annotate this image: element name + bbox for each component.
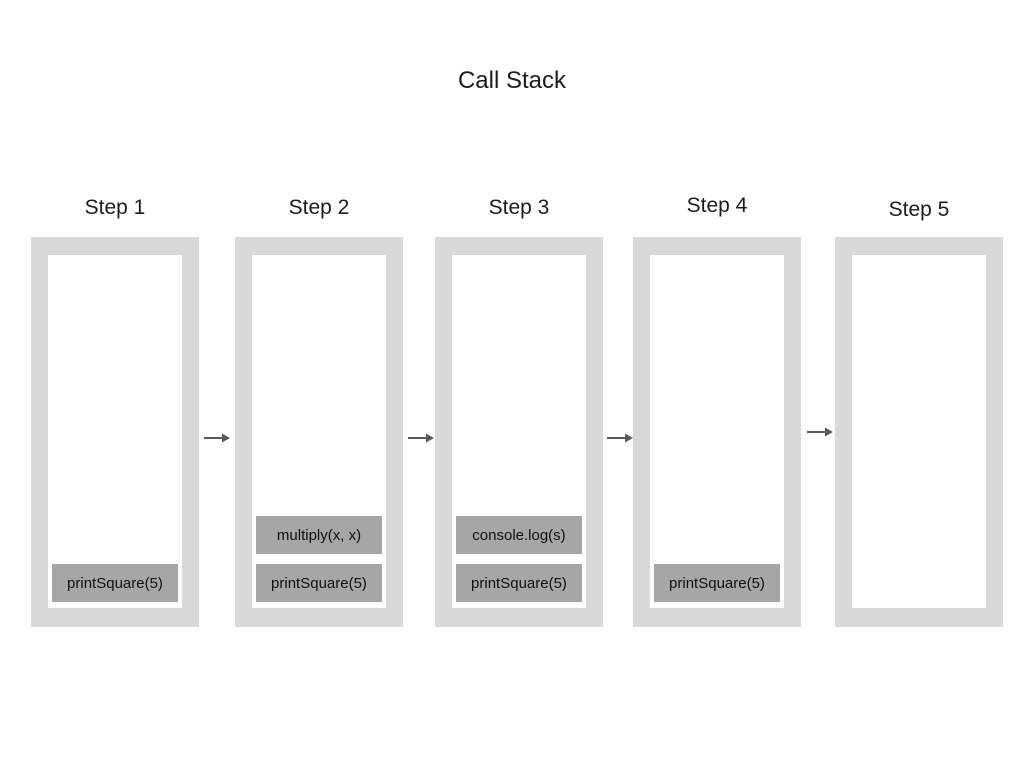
arrow-right-icon	[606, 431, 634, 445]
step-label: Step 2	[288, 196, 350, 219]
stack-frame: printSquare(5)	[52, 564, 178, 602]
step-label: Step 1	[84, 196, 146, 219]
stack-frame: multiply(x, x)	[256, 516, 382, 554]
arrow-right-icon	[407, 431, 435, 445]
step-label: Step 4	[686, 194, 748, 217]
stack-frame: printSquare(5)	[654, 564, 780, 602]
stack-container: console.log(s) printSquare(5)	[435, 237, 603, 627]
stack-inner: printSquare(5)	[650, 255, 784, 608]
stack-frame: printSquare(5)	[256, 564, 382, 602]
arrow-right-icon	[806, 425, 834, 439]
step-label: Step 5	[888, 198, 950, 221]
stack-container: printSquare(5)	[633, 237, 801, 627]
stack-container: printSquare(5)	[31, 237, 199, 627]
stack-frame: printSquare(5)	[456, 564, 582, 602]
stack-container: multiply(x, x) printSquare(5)	[235, 237, 403, 627]
diagram-title: Call Stack	[457, 67, 567, 94]
stack-frame: console.log(s)	[456, 516, 582, 554]
stack-container	[835, 237, 1003, 627]
stack-inner: console.log(s) printSquare(5)	[452, 255, 586, 608]
stack-inner: printSquare(5)	[48, 255, 182, 608]
stack-inner: multiply(x, x) printSquare(5)	[252, 255, 386, 608]
arrow-right-icon	[203, 431, 231, 445]
stack-inner	[852, 255, 986, 608]
step-label: Step 3	[488, 196, 550, 219]
